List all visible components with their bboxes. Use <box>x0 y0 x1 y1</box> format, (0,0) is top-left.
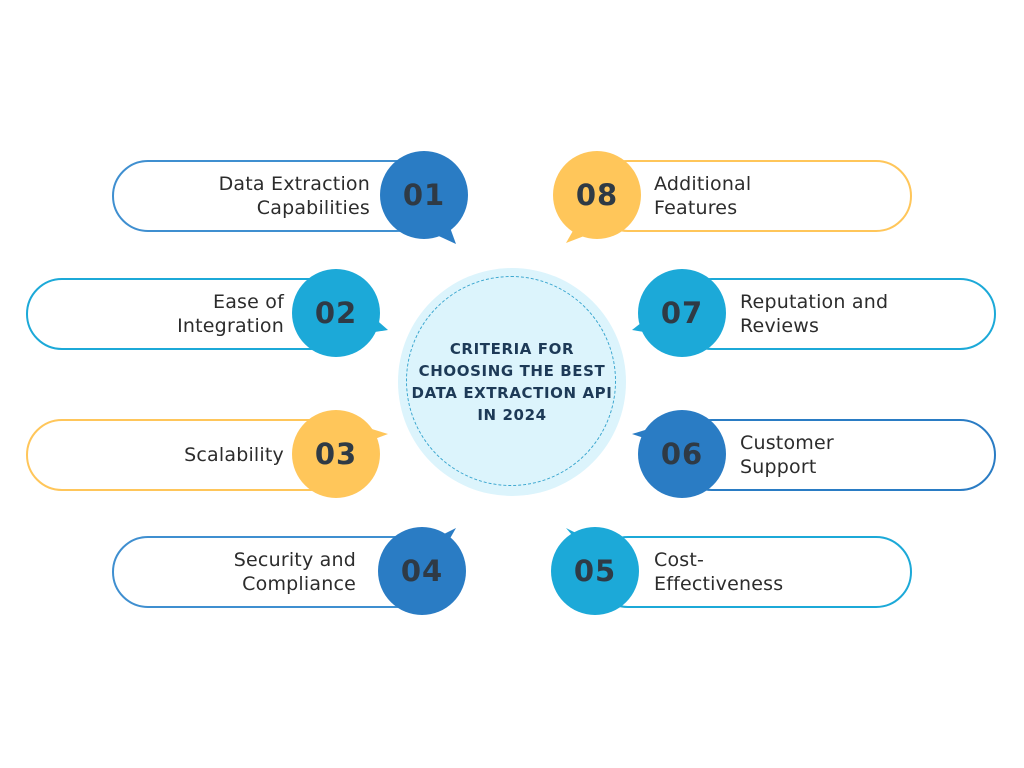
criterion-label-01: Data Extraction Capabilities <box>218 173 370 219</box>
criterion-pill-04: Security and Compliance <box>112 536 432 608</box>
criterion-pill-05: Cost-Effectiveness <box>592 536 912 608</box>
criterion-pill-08: Additional Features <box>592 160 912 232</box>
criterion-pill-07: Reputation and Reviews <box>676 278 996 350</box>
criterion-badge-08: 08 <box>553 151 641 239</box>
center-circle: CRITERIA FOR CHOOSING THE BEST DATA EXTR… <box>398 268 626 496</box>
criterion-badge-02: 02 <box>292 269 380 357</box>
criterion-label-02: Ease of Integration <box>177 291 284 337</box>
center-title: CRITERIA FOR CHOOSING THE BEST DATA EXTR… <box>411 340 613 424</box>
criterion-badge-07: 07 <box>638 269 726 357</box>
criterion-pill-06: Customer Support <box>676 419 996 491</box>
criterion-pill-01: Data Extraction Capabilities <box>112 160 432 232</box>
center-dashed-ring <box>406 276 616 486</box>
criterion-pill-03: Scalability <box>26 419 346 491</box>
criterion-badge-03: 03 <box>292 410 380 498</box>
criterion-label-08: Additional Features <box>654 173 752 219</box>
criterion-label-07: Reputation and Reviews <box>740 291 889 337</box>
criterion-label-03: Scalability <box>184 444 284 466</box>
criterion-label-06: Customer Support <box>740 432 834 478</box>
criterion-badge-04: 04 <box>378 527 466 615</box>
criterion-label-05: Cost-Effectiveness <box>654 549 784 595</box>
criterion-label-04: Security and Compliance <box>233 549 356 595</box>
criterion-badge-05: 05 <box>551 527 639 615</box>
criterion-badge-01: 01 <box>380 151 468 239</box>
criterion-badge-06: 06 <box>638 410 726 498</box>
